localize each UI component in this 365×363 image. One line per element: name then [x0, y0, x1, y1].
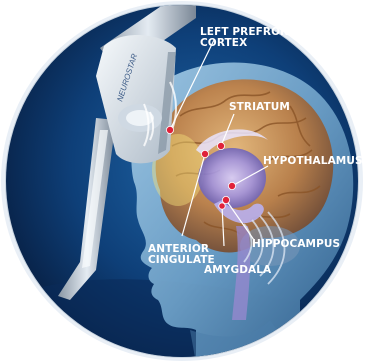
label-anterior-cingulate: ANTERIOR CINGULATE	[148, 244, 215, 266]
marker-hypothalamus	[228, 182, 235, 189]
label-left-prefrontal-cortex: LEFT PREFRONTAL CORTEX	[200, 27, 310, 49]
label-hippocampus: HIPPOCAMPUS	[252, 239, 340, 250]
marker-amygdala	[219, 203, 225, 209]
marker-striatum	[217, 142, 224, 149]
marker-anterior-cingulate	[201, 150, 208, 157]
label-hypothalamus: HYPOTHALAMUS	[263, 156, 363, 167]
label-amygdala: AMYGDALA	[204, 265, 271, 276]
limbic-region	[198, 148, 266, 208]
marker-prefrontal	[166, 126, 173, 133]
label-striatum: STRIATUM	[229, 102, 290, 113]
marker-hippocampus	[222, 196, 229, 203]
